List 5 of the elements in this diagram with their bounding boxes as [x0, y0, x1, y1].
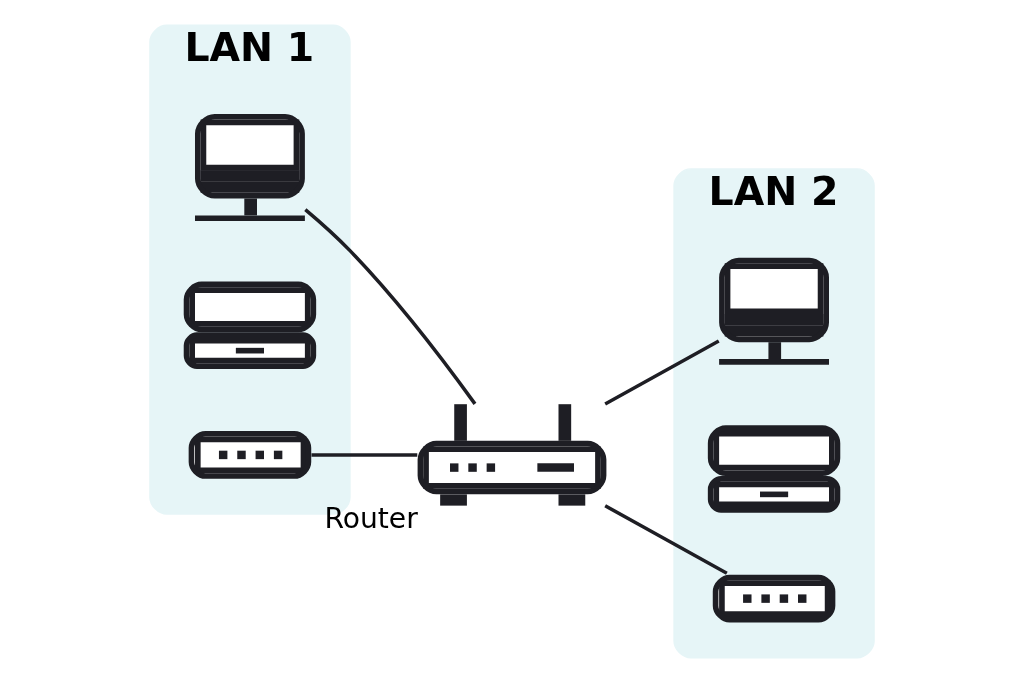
- connector: [304, 208, 477, 405]
- connector: [604, 339, 720, 406]
- connector: [311, 453, 418, 457]
- connector: [604, 504, 728, 575]
- cluster: LAN 2: [673, 168, 875, 659]
